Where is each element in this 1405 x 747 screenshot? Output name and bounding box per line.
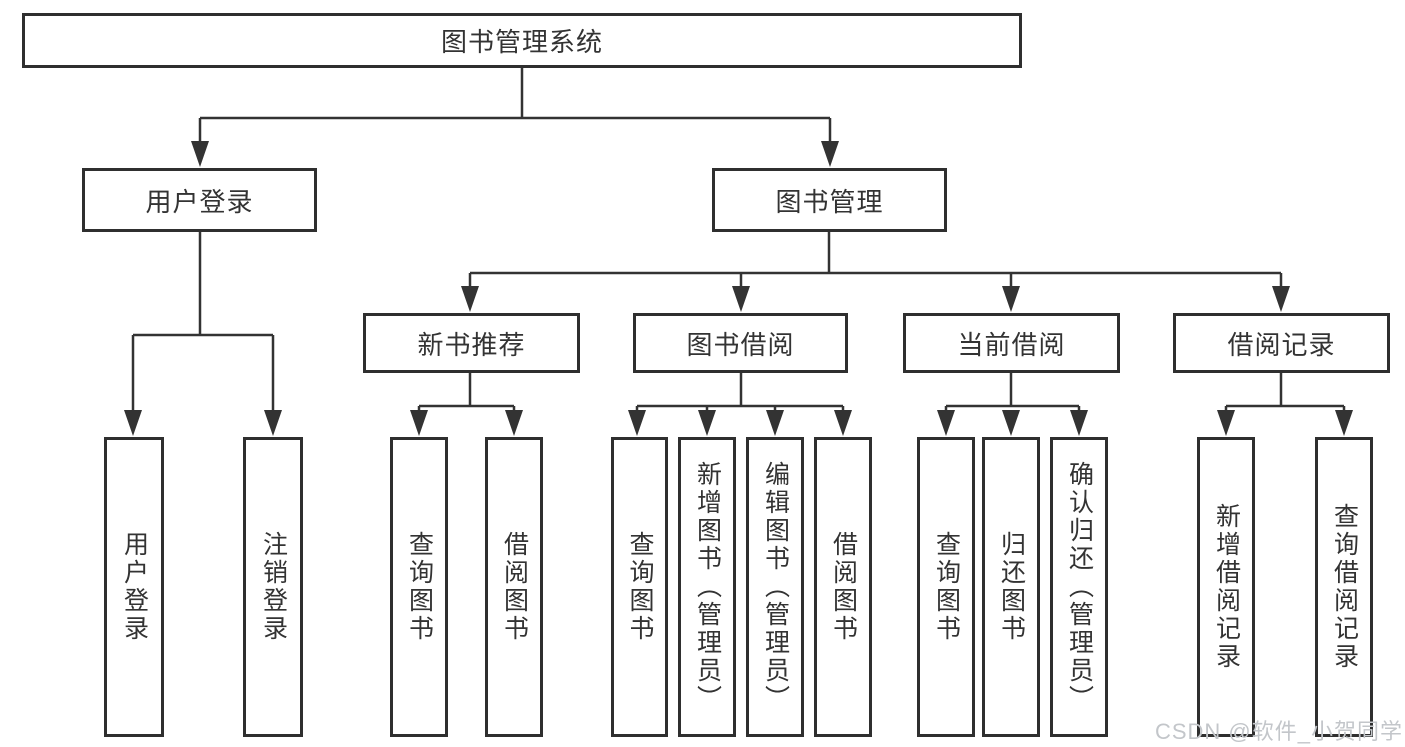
leaf-label: 查询借阅记录 <box>1330 503 1359 671</box>
node-new-book-recommend: 新书推荐 <box>363 313 580 373</box>
node-book-borrow: 图书借阅 <box>633 313 848 373</box>
leaf-label: 注销登录 <box>259 531 288 643</box>
leaf-logout: 注销登录 <box>243 437 303 737</box>
leaf-label: 新增借阅记录 <box>1212 503 1241 671</box>
node-user-login: 用户登录 <box>82 168 317 232</box>
leaf-label: 借阅图书 <box>500 531 529 643</box>
leaf-label: 新增图书（管理员） <box>693 461 722 713</box>
leaf-label: 编辑图书（管理员） <box>761 461 790 713</box>
leaf-label: 确认归还（管理员） <box>1065 461 1094 713</box>
leaf-return-book: 归还图书 <box>982 437 1040 737</box>
leaf-query-borrow-record: 查询借阅记录 <box>1315 437 1373 737</box>
leaf-query-books-3: 查询图书 <box>917 437 975 737</box>
leaf-add-borrow-record: 新增借阅记录 <box>1197 437 1255 737</box>
leaf-query-books-2: 查询图书 <box>611 437 668 737</box>
leaf-label: 归还图书 <box>997 531 1026 643</box>
leaf-label: 查询图书 <box>932 531 961 643</box>
leaf-borrow-books-1: 借阅图书 <box>485 437 543 737</box>
leaf-edit-book-admin: 编辑图书（管理员） <box>746 437 804 737</box>
leaf-add-book-admin: 新增图书（管理员） <box>678 437 736 737</box>
watermark-text: CSDN @软件_小贺同学 <box>1154 719 1403 744</box>
leaf-label: 查询图书 <box>405 531 434 643</box>
arrowheads <box>124 141 1353 436</box>
leaf-borrow-books-2: 借阅图书 <box>814 437 872 737</box>
leaf-label: 借阅图书 <box>829 531 858 643</box>
node-book-management: 图书管理 <box>712 168 947 232</box>
leaf-user-login: 用户登录 <box>104 437 164 737</box>
leaf-label: 用户登录 <box>120 531 149 643</box>
node-current-borrow: 当前借阅 <box>903 313 1120 373</box>
leaf-query-books-1: 查询图书 <box>390 437 448 737</box>
node-borrow-records: 借阅记录 <box>1173 313 1390 373</box>
node-root: 图书管理系统 <box>22 13 1022 68</box>
leaf-label: 查询图书 <box>626 531 654 643</box>
leaf-confirm-return-admin: 确认归还（管理员） <box>1050 437 1108 737</box>
